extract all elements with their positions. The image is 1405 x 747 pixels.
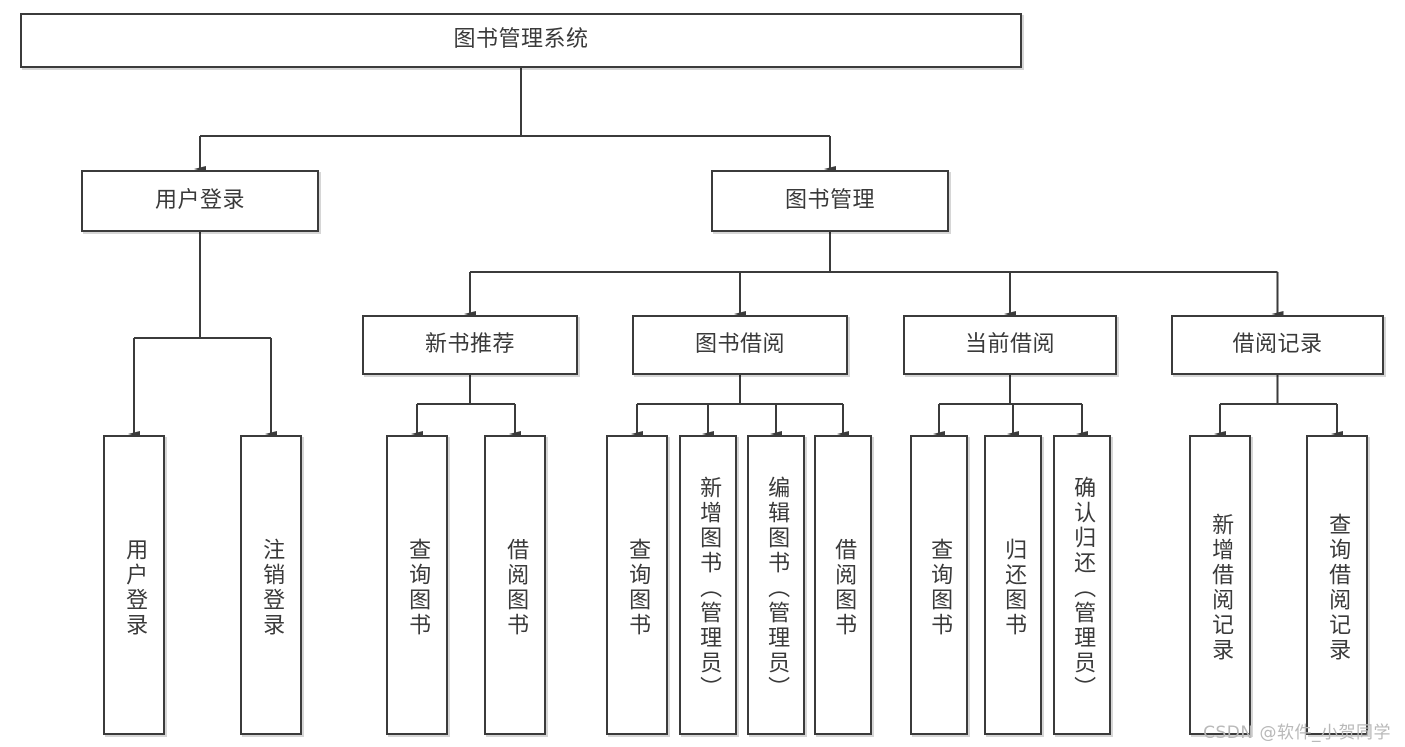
node-label-leaf_cb_return: 归还图书 (1001, 538, 1027, 638)
node-leaf_br_query[interactable]: 查询借阅记录 (1306, 435, 1368, 735)
node-leaf_bb_query[interactable]: 查询图书 (606, 435, 668, 735)
node-label-leaf_bb_query: 查询图书 (625, 538, 651, 638)
node-label-leaf_nb_borrow: 借阅图书 (503, 538, 529, 638)
node-borrow_record[interactable]: 借阅记录 (1171, 315, 1384, 375)
node-label-borrow_record: 借阅记录 (1232, 331, 1323, 357)
node-label-leaf_logout: 注销登录 (259, 538, 285, 638)
node-label-leaf_br_add: 新增借阅记录 (1208, 513, 1234, 663)
node-leaf_bb_borrow[interactable]: 借阅图书 (814, 435, 872, 735)
node-leaf_bb_edit[interactable]: 编辑图书（管理员） (747, 435, 805, 735)
node-label-current_borrow: 当前借阅 (964, 331, 1055, 357)
node-label-new_books: 新书推荐 (424, 331, 515, 357)
node-label-borrow_books: 图书借阅 (694, 331, 785, 357)
node-leaf_login[interactable]: 用户登录 (103, 435, 165, 735)
node-label-leaf_cb_confirm: 确认归还（管理员） (1070, 475, 1096, 701)
node-leaf_cb_confirm[interactable]: 确认归还（管理员） (1053, 435, 1111, 735)
node-label-leaf_login: 用户登录 (122, 538, 148, 638)
node-leaf_br_add[interactable]: 新增借阅记录 (1189, 435, 1251, 735)
node-new_books[interactable]: 新书推荐 (362, 315, 578, 375)
node-label-leaf_cb_query: 查询图书 (927, 538, 953, 638)
node-borrow_books[interactable]: 图书借阅 (632, 315, 848, 375)
node-label-root: 图书管理系统 (453, 27, 589, 53)
node-leaf_nb_query[interactable]: 查询图书 (386, 435, 448, 735)
node-root[interactable]: 图书管理系统 (20, 13, 1022, 68)
node-label-leaf_bb_borrow: 借阅图书 (831, 538, 857, 638)
node-label-leaf_nb_query: 查询图书 (405, 538, 431, 638)
node-label-leaf_bb_edit: 编辑图书（管理员） (764, 475, 790, 701)
node-user_login[interactable]: 用户登录 (81, 170, 319, 232)
node-current_borrow[interactable]: 当前借阅 (903, 315, 1117, 375)
node-label-leaf_br_query: 查询借阅记录 (1325, 513, 1351, 663)
node-label-leaf_bb_add: 新增图书（管理员） (696, 475, 722, 701)
node-book_manage[interactable]: 图书管理 (711, 170, 949, 232)
node-label-user_login: 用户登录 (154, 187, 245, 213)
node-leaf_cb_query[interactable]: 查询图书 (910, 435, 968, 735)
node-leaf_nb_borrow[interactable]: 借阅图书 (484, 435, 546, 735)
node-leaf_cb_return[interactable]: 归还图书 (984, 435, 1042, 735)
node-label-book_manage: 图书管理 (784, 187, 875, 213)
node-leaf_logout[interactable]: 注销登录 (240, 435, 302, 735)
node-leaf_bb_add[interactable]: 新增图书（管理员） (679, 435, 737, 735)
